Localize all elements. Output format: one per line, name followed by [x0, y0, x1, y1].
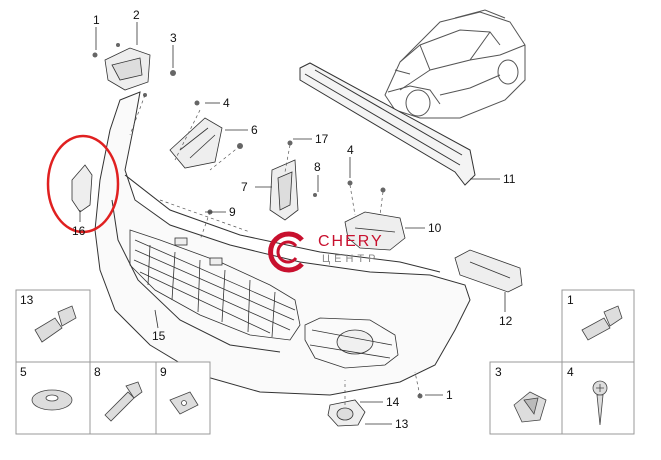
callout-1-top: 1 — [93, 13, 100, 27]
push-pin-icon — [581, 305, 623, 341]
part-box-4: 4 — [561, 361, 635, 435]
part-box-8: 8 — [89, 361, 157, 435]
box-label-5: 5 — [20, 365, 27, 379]
callout-1-bottom: 1 — [446, 388, 453, 402]
bracket-7 — [269, 159, 299, 221]
logo-name: CHERY — [318, 233, 384, 250]
callout-12: 12 — [499, 314, 513, 328]
callout-4-right: 4 — [347, 143, 354, 157]
bracket-10 — [344, 211, 406, 251]
bumper-beam — [299, 62, 476, 186]
box-label-13: 13 — [20, 293, 34, 307]
box-label-1: 1 — [567, 293, 574, 307]
part-box-3: 3 — [489, 361, 563, 435]
callout-labels: 1 2 3 4 6 17 8 4 7 9 10 11 12 15 16 1 14… — [72, 8, 516, 431]
box-label-9: 9 — [160, 365, 167, 379]
logo-sub: ЦЕНТР — [322, 253, 379, 265]
assembly-lines — [129, 94, 421, 405]
leader-lines — [79, 22, 506, 425]
box-label-4: 4 — [567, 365, 574, 379]
chery-logo: CHERY ЦЕНТР — [268, 231, 384, 273]
callout-6: 6 — [251, 123, 258, 137]
fog-cover-14 — [327, 399, 366, 427]
part-box-1: 1 — [561, 289, 635, 363]
bracket-12 — [454, 249, 523, 293]
callout-4-top: 4 — [223, 96, 230, 110]
box-label-3: 3 — [495, 365, 502, 379]
push-clip-icon — [34, 305, 77, 343]
callout-11: 11 — [503, 172, 516, 186]
clip-nut-icon — [169, 391, 199, 415]
bracket-6 — [169, 117, 223, 169]
callout-16: 16 — [72, 224, 86, 238]
part-box-5: 5 — [15, 361, 91, 435]
highlight-circle — [46, 134, 120, 234]
car-illustration — [384, 9, 526, 119]
fog-lamp-opening — [304, 317, 399, 369]
callout-15: 15 — [152, 329, 166, 343]
callout-14: 14 — [386, 395, 400, 409]
part-box-9: 9 — [155, 361, 211, 435]
washer-icon — [31, 389, 73, 411]
bumper-grille — [129, 229, 301, 341]
callout-3: 3 — [170, 31, 177, 45]
callout-13-bottom: 13 — [395, 417, 409, 431]
callout-8: 8 — [314, 160, 321, 174]
callout-2: 2 — [133, 8, 140, 22]
screw-icon — [592, 380, 608, 426]
bumper-cover — [94, 91, 471, 396]
part-box-13: 13 — [15, 289, 91, 363]
callout-7: 7 — [241, 180, 248, 194]
callout-17: 17 — [315, 132, 329, 146]
nut-clip-icon — [513, 391, 547, 423]
callout-10: 10 — [428, 221, 442, 235]
bolt-icon — [104, 381, 143, 422]
box-label-8: 8 — [94, 365, 101, 379]
callout-9: 9 — [229, 205, 236, 219]
bracket-2 — [104, 47, 151, 91]
cover-16 — [71, 164, 93, 213]
